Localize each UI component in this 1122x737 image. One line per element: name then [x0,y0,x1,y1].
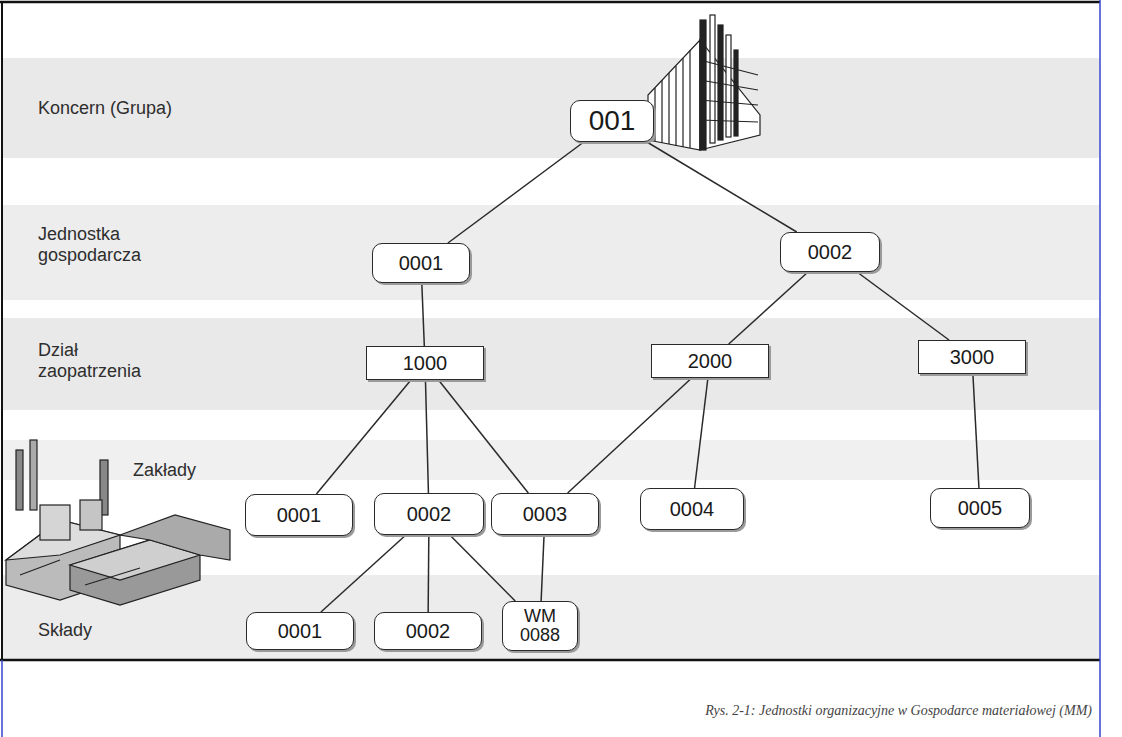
node-label: 0002 [407,504,452,525]
node-label: 0002 [406,621,451,642]
node-label: 001 [589,106,636,135]
unit-box: 0001 [245,494,353,536]
node-label: 0001 [278,621,323,642]
tree-connector [450,535,515,601]
unit-box: 0004 [640,488,744,530]
unit-box: 0001 [246,612,354,650]
tree-connector [448,142,584,243]
unit-box: 0005 [930,488,1030,528]
department-box: 3000 [918,340,1026,374]
tree-connector [316,380,411,494]
unit-box: 0002 [374,612,482,650]
node-label: 0003 [523,504,568,525]
tree-connector [321,535,406,612]
tree-connector [695,378,708,488]
figure-caption: Rys. 2-1: Jednostki organizacyjne w Gosp… [705,703,1092,719]
node-label: WM 0088 [509,607,571,645]
unit-box: WM 0088 [502,601,578,651]
tree-connector [857,272,949,340]
node-label: 0005 [958,498,1003,519]
level-label: Koncern (Grupa) [38,98,258,119]
department-box: 2000 [651,344,769,378]
tree-connector [568,378,692,493]
tree-connector [541,535,544,601]
level-label: Dział zaopatrzenia [38,340,168,381]
node-label: 3000 [950,347,995,368]
node-label: 0002 [808,242,853,263]
level-label: Zakłady [133,460,253,481]
tree-connector [422,283,425,346]
unit-box: 0001 [372,243,470,283]
department-box: 1000 [366,346,484,380]
tree-connector [973,374,979,488]
tree-connector [729,272,808,344]
tree-connector [647,142,797,232]
unit-box: 0003 [491,493,599,535]
unit-box: 0002 [780,232,880,272]
node-label: 1000 [403,353,448,374]
tree-connector [425,380,428,493]
tree-connector [427,535,429,612]
node-label: 2000 [688,351,733,372]
node-label: 0001 [277,505,322,526]
node-label: 0004 [670,499,715,520]
unit-box: 0002 [374,493,484,535]
node-label: 0001 [399,253,444,274]
level-label: Składy [38,620,158,641]
tree-connector [439,380,529,493]
unit-box: 001 [570,100,654,142]
level-label: Jednostka gospodarcza [38,224,178,265]
